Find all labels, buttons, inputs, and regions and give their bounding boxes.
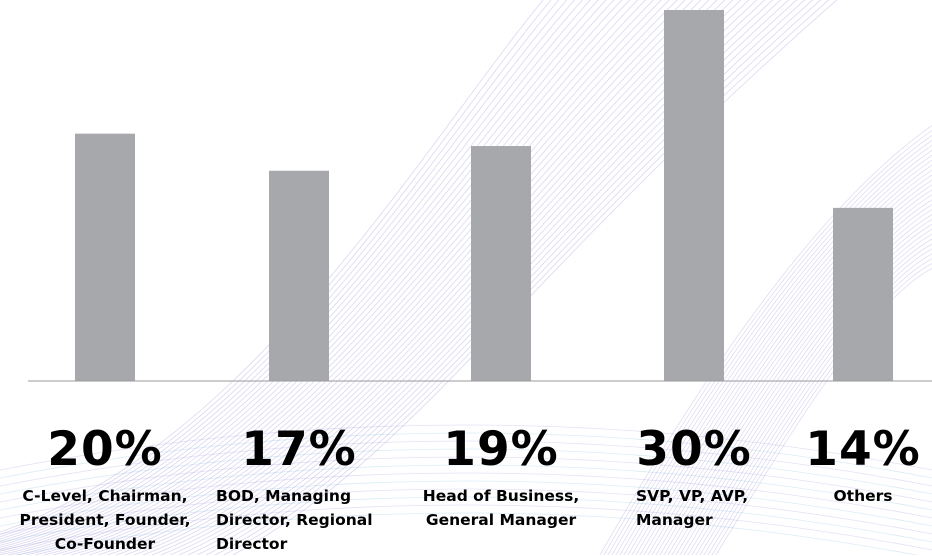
mesh-line — [683, 228, 932, 555]
mesh-line — [619, 149, 932, 555]
mesh-line — [711, 263, 932, 555]
category-label-2: BOD, Managing Director, Regional Directo… — [216, 487, 373, 553]
mesh-line — [651, 189, 932, 555]
value-label-2: 17% — [241, 422, 357, 477]
mesh-line — [0, 456, 932, 503]
mesh-line — [0, 432, 932, 479]
mesh-line — [43, 0, 670, 555]
mesh-line — [7, 0, 639, 555]
mesh-line — [97, 0, 718, 555]
mesh-line — [0, 440, 932, 487]
category-label-5: Others — [833, 487, 893, 505]
mesh-line — [0, 488, 932, 535]
value-label-4: 30% — [636, 422, 752, 477]
bar-5 — [833, 207, 893, 381]
mesh-line — [0, 0, 631, 555]
value-label-3: 19% — [443, 422, 559, 477]
value-label-1: 20% — [47, 422, 163, 477]
mesh-line — [607, 135, 932, 555]
mesh-line — [0, 424, 932, 471]
mesh-line — [52, 0, 678, 555]
category-label-1: C-Level, Chairman, President, Founder, C… — [19, 487, 191, 553]
mesh-line — [715, 268, 932, 555]
mesh-line — [0, 0, 615, 552]
mesh-line — [623, 154, 932, 555]
mesh-line — [0, 480, 932, 527]
category-label-4: SVP, VP, AVP, Manager — [636, 487, 749, 529]
mesh-line — [671, 214, 932, 555]
mesh-line — [655, 194, 932, 555]
value-label-5: 14% — [805, 422, 921, 477]
mesh-line — [70, 0, 694, 555]
mesh-line — [0, 504, 932, 551]
mesh-line — [695, 243, 932, 555]
mesh-line — [0, 448, 932, 495]
mesh-line — [611, 139, 932, 555]
mesh-line — [0, 472, 932, 519]
bar-2 — [269, 170, 329, 381]
mesh-line — [599, 125, 932, 555]
mesh-line — [663, 204, 932, 555]
bar-4 — [664, 10, 724, 381]
mesh-line — [639, 174, 932, 555]
mesh-line — [0, 0, 623, 554]
mesh-line — [0, 0, 599, 548]
mesh-line — [0, 464, 932, 511]
mesh-line — [106, 0, 726, 555]
mesh-line — [603, 130, 932, 555]
mesh-line — [25, 0, 654, 555]
mesh-line — [79, 0, 702, 555]
category-label-3: Head of Business, General Manager — [422, 487, 580, 529]
mesh-line — [647, 184, 932, 555]
bar-3 — [471, 146, 531, 381]
mesh-line — [88, 0, 710, 555]
mesh-line — [687, 233, 932, 555]
mesh-line — [643, 179, 932, 555]
mesh-line — [659, 199, 932, 555]
mesh-line — [631, 164, 932, 555]
mesh-line — [0, 0, 607, 550]
bar-1 — [75, 133, 135, 381]
mesh-line — [61, 0, 686, 555]
mesh-line — [707, 258, 932, 555]
bars-group — [75, 10, 893, 381]
mesh-line — [124, 0, 742, 555]
mesh-line — [699, 248, 932, 555]
mesh-line — [679, 224, 932, 555]
mesh-line — [635, 169, 932, 555]
mesh-line — [703, 253, 932, 555]
mesh-line — [34, 0, 662, 555]
mesh-line — [667, 209, 932, 555]
mesh-line — [627, 159, 932, 555]
mesh-line — [133, 0, 750, 555]
mesh-line — [0, 496, 932, 543]
mesh-line — [16, 0, 646, 555]
mesh-line — [13, 512, 919, 555]
mesh-line — [615, 144, 932, 555]
mesh-line — [691, 238, 932, 555]
mesh-line — [115, 0, 734, 555]
mesh-line — [675, 219, 932, 555]
